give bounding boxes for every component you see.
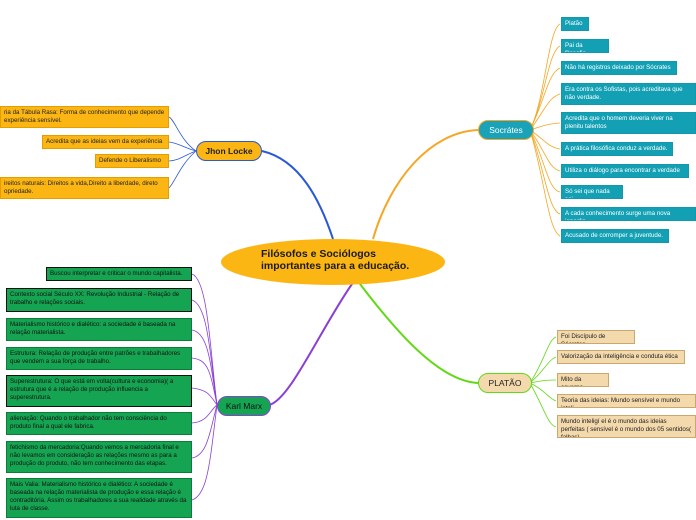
platao-item[interactable]: Mito da caverna: [557, 373, 609, 387]
socrates-item[interactable]: Não há registros deixado por Sócrates: [561, 61, 677, 75]
locke-item[interactable]: ria da Tábula Rasa: Forma de conheciment…: [0, 106, 169, 128]
topic-locke[interactable]: Jhon Locke: [196, 141, 262, 161]
marx-item[interactable]: alienação: Quando o trabalhador não tem …: [6, 412, 192, 435]
socrates-item[interactable]: Era contra os Sofistas, pois acreditava …: [561, 83, 696, 105]
topic-socrates[interactable]: Socrátes: [478, 120, 534, 140]
socrates-item[interactable]: A prática filosófica conduz a verdade.: [561, 142, 673, 156]
locke-item[interactable]: Acredita que as ideias vem da experiênci…: [42, 135, 169, 149]
marx-item[interactable]: Superestrutura: O que está em volta(cult…: [6, 375, 192, 407]
socrates-item[interactable]: Acusado de corromper a juventude.: [561, 229, 669, 243]
topic-platao-label: PLATÃO: [488, 378, 522, 388]
socrates-item[interactable]: Pai da filosofia: [561, 39, 609, 53]
topic-platao[interactable]: PLATÃO: [478, 373, 532, 393]
marx-item[interactable]: Estrutura: Relação de produção entre pat…: [6, 347, 192, 370]
marx-item[interactable]: Mais Valia: Materialismo histórico e dia…: [6, 478, 192, 518]
locke-item[interactable]: Defende o Liberalismo: [95, 154, 169, 168]
marx-item[interactable]: Buscou interpretar e criticar o mundo ca…: [46, 267, 192, 281]
marx-item[interactable]: fetichismo da mercadoria:Quando vemos a …: [6, 441, 192, 473]
socrates-item[interactable]: A cada conhecimento surge uma nova ignor…: [561, 207, 696, 221]
topic-marx[interactable]: Karl Marx: [217, 396, 271, 416]
socrates-item[interactable]: Só sei que nada sei: [561, 185, 623, 199]
locke-item[interactable]: ireitos naturais: Direitos a vida,Direit…: [0, 177, 169, 199]
platao-item[interactable]: Teoria das ideias: Mundo sensível e mund…: [557, 394, 696, 408]
platao-item[interactable]: Foi Discípulo de Sócrates: [557, 330, 635, 344]
socrates-item[interactable]: Utiliza o diálogo para encontrar a verda…: [561, 164, 689, 178]
socrates-item[interactable]: Acredita que o homem deveria viver na pl…: [561, 112, 696, 134]
marx-item[interactable]: Materialismo histórico e dialético: a so…: [6, 318, 192, 341]
topic-locke-label: Jhon Locke: [205, 146, 253, 156]
topic-socrates-label: Socrátes: [489, 125, 523, 135]
central-topic[interactable]: Filósofos e Sociólogos importantes para …: [221, 239, 445, 285]
topic-marx-label: Karl Marx: [225, 401, 263, 411]
platao-item[interactable]: Mundo inteligí el é o mundo das ideias p…: [557, 415, 696, 438]
socrates-item[interactable]: Platão: [561, 17, 589, 31]
marx-item[interactable]: Contexto social Século XX: Revolução Ind…: [6, 288, 192, 312]
central-topic-label: Filósofos e Sociólogos importantes para …: [261, 248, 410, 272]
platao-item[interactable]: Valorização da inteligência e conduta ét…: [557, 350, 685, 364]
